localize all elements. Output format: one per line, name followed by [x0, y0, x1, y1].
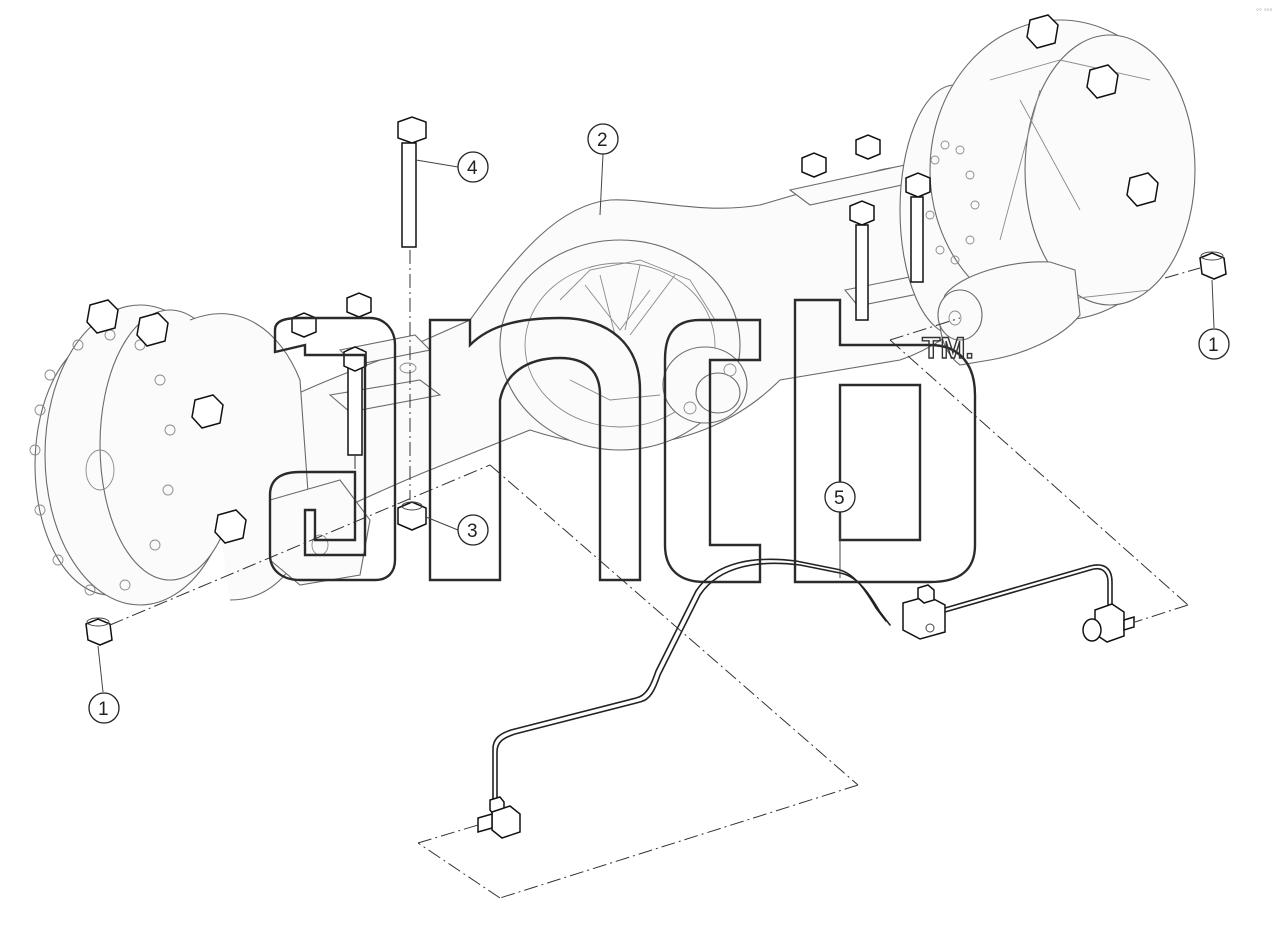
callout-1-right: 1 [1198, 328, 1230, 360]
part-1-right-cap [1199, 251, 1227, 280]
callout-leaders [97, 153, 1215, 693]
svg-text:2: 2 [597, 130, 608, 151]
svg-text:1: 1 [1208, 335, 1219, 356]
svg-text:1: 1 [98, 699, 109, 720]
watermark-logo: TM. [268, 298, 977, 584]
callout-3: 3 [457, 514, 489, 546]
axle-housing [29, 14, 1196, 606]
corner-mark: ◦◦ ◦◦◦ [1256, 5, 1273, 14]
part-1-left-cap [85, 617, 113, 646]
svg-text:4: 4 [467, 158, 478, 179]
callout-1-left: 1 [88, 692, 120, 724]
svg-text:5: 5 [834, 488, 845, 509]
svg-text:3: 3 [467, 521, 478, 542]
right-u-bolt [801, 134, 931, 321]
callout-5: 5 [824, 481, 856, 513]
part-5-brake-line [477, 558, 1135, 839]
callout-4: 4 [457, 151, 489, 183]
part-4-long-bolt [397, 116, 427, 500]
assembly-guide-lines [109, 267, 1201, 899]
part-3-nut [397, 501, 427, 531]
callout-2: 2 [587, 123, 619, 155]
watermark-trademark: TM. [922, 332, 974, 365]
